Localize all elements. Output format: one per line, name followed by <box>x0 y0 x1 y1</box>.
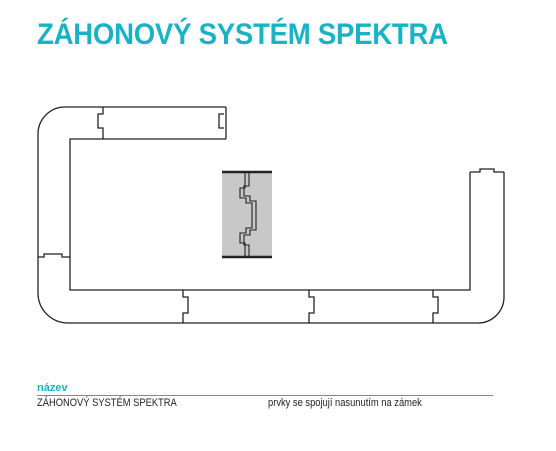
bottom-joint-2 <box>308 290 315 323</box>
info-product-name: ZÁHONOVÝ SYSTÉM SPEKTRA <box>37 397 177 409</box>
left-panel-joint <box>38 253 70 258</box>
bed-outer-outline <box>37 106 505 324</box>
info-description: prvky se spojují nasunutím na zámek <box>268 397 422 409</box>
info-label: název <box>37 382 68 394</box>
top-joint-left <box>97 107 104 139</box>
info-divider <box>37 395 493 396</box>
bed-inner-outline <box>69 138 471 291</box>
lock-detail <box>222 170 272 259</box>
top-joint-right <box>218 113 224 129</box>
bottom-joint-3 <box>432 290 439 323</box>
lock-detail-seam <box>239 172 253 257</box>
lock-detail-seam-inner <box>243 172 257 257</box>
right-post-top <box>470 168 504 173</box>
page-title: ZÁHONOVÝ SYSTÉM SPEKTRA <box>37 18 448 51</box>
bottom-joint-1 <box>182 290 189 323</box>
